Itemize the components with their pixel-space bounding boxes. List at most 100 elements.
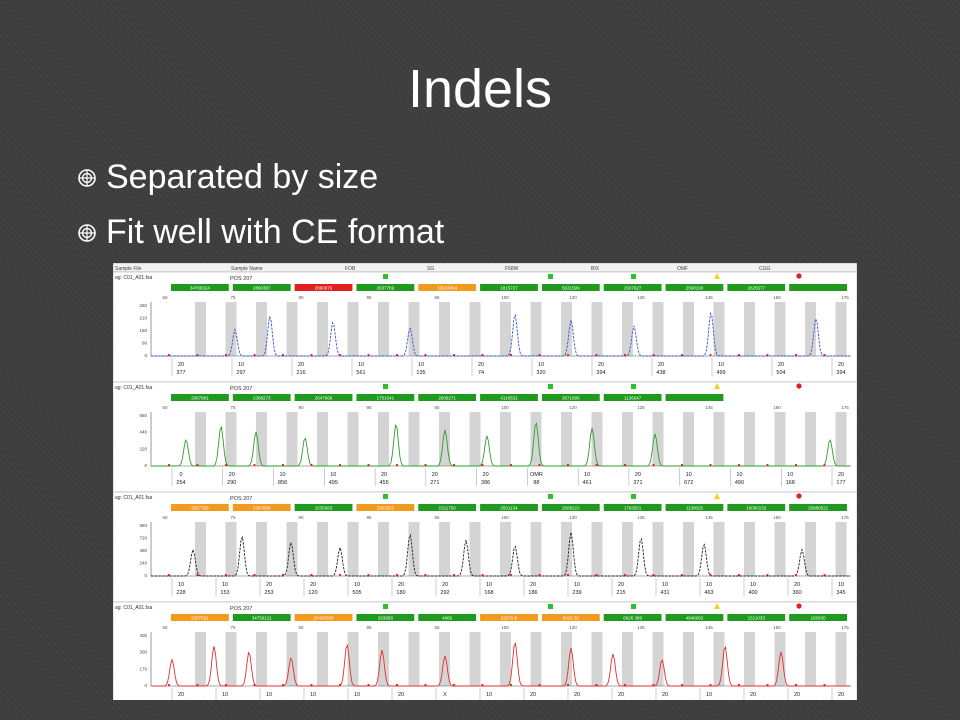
bin-region — [835, 522, 847, 576]
y-tick-label: 260 — [139, 303, 147, 308]
y-tick-label: 60 — [142, 341, 148, 346]
bin-region — [317, 302, 328, 356]
allele-size: 463 — [704, 590, 713, 596]
allele-call: 10 — [418, 362, 424, 368]
slide-title: Indels — [407, 59, 553, 119]
y-tick-label: 0 — [144, 683, 147, 688]
allele-call: 20 — [178, 692, 184, 698]
bin-region — [195, 302, 206, 356]
allele-call: 10 — [279, 472, 285, 478]
baseline-marker — [566, 683, 570, 687]
bin-region — [652, 302, 664, 356]
marker-bar-label: 2906271 — [438, 396, 456, 401]
allele-size: 386 — [481, 480, 490, 486]
marker-bar-label: 1136047 — [624, 396, 642, 401]
y-tick-label: 240 — [139, 561, 147, 566]
allele-call: 10 — [178, 582, 184, 588]
marker-bar — [665, 394, 724, 401]
baseline-marker — [452, 353, 456, 357]
size-tick-label: 135 — [637, 515, 645, 520]
bin-region — [500, 522, 511, 576]
status-square-icon — [631, 494, 636, 499]
figure-header-strip — [113, 263, 857, 273]
baseline-marker — [652, 573, 655, 577]
bin-region — [683, 522, 694, 576]
y-tick-label: 440 — [139, 430, 147, 435]
bin-region — [195, 412, 206, 466]
baseline-marker — [509, 683, 513, 687]
marker-bar-label: 2637769 — [377, 286, 395, 291]
size-tick-label: 90 — [298, 515, 304, 520]
baseline-marker — [823, 573, 826, 577]
allele-size: 461 — [583, 480, 592, 486]
panel-pos-label: POS 207 — [230, 276, 252, 282]
bin-region — [652, 632, 664, 686]
bin-region — [744, 522, 755, 576]
allele-size: 271 — [430, 480, 439, 486]
marker-bar — [727, 504, 786, 511]
status-triangle-icon — [714, 383, 720, 389]
baseline-marker — [395, 573, 399, 577]
marker-bar — [171, 284, 229, 291]
size-tick-label: 75 — [230, 405, 236, 410]
baseline-marker — [167, 683, 171, 687]
marker-bar — [480, 394, 538, 401]
allele-size: 120 — [308, 590, 317, 596]
allele-call: 20 — [398, 582, 404, 588]
baseline-marker — [310, 463, 313, 467]
bullet-list: Separated by size Fit well with CE forma… — [72, 150, 444, 260]
size-tick-label: 175 — [841, 405, 849, 410]
allele-size: 371 — [633, 480, 642, 486]
bin-region — [744, 302, 755, 356]
baseline-marker — [709, 573, 712, 577]
y-tick-label: 160 — [139, 328, 147, 333]
panel-file-label: ag: C01_A01.fsa — [115, 275, 152, 281]
allele-call: 10 — [706, 582, 712, 588]
marker-bar-label: 1763501 — [624, 506, 642, 511]
marker-bar — [727, 284, 786, 291]
marker-bar-label: 3571686 — [562, 396, 580, 401]
allele-size: 858 — [278, 480, 287, 486]
marker-bar-label: 6626 389 — [623, 616, 642, 621]
allele-call: 10 — [787, 472, 793, 478]
bin-region — [530, 412, 542, 466]
allele-call: 10 — [574, 582, 580, 588]
marker-bar — [418, 504, 477, 511]
baseline-marker — [395, 683, 399, 687]
allele-size: 377 — [176, 370, 185, 376]
baseline-marker — [794, 353, 798, 357]
allele-call: 10 — [718, 362, 724, 368]
size-tick-label: 60 — [162, 515, 168, 520]
bin-region — [622, 522, 633, 576]
baseline-marker — [823, 353, 826, 357]
allele-call: 20 — [398, 692, 404, 698]
bin-region — [469, 522, 481, 576]
baseline-marker — [538, 683, 541, 687]
allele-call: X — [443, 692, 447, 698]
bin-region — [652, 522, 664, 576]
panel-file-label: ag: C01_A01.fsa — [115, 605, 152, 611]
allele-call: 20 — [442, 582, 448, 588]
bin-region — [225, 522, 237, 576]
bin-region — [439, 302, 450, 356]
marker-bar-label: 2307656 — [253, 506, 271, 511]
allele-call: 20 — [310, 582, 316, 588]
size-tick-label: 145 — [705, 515, 713, 520]
size-tick-label: 75 — [230, 295, 236, 300]
allele-call: 20 — [381, 472, 387, 478]
baseline-marker — [737, 353, 741, 357]
size-tick-label: 175 — [841, 625, 849, 630]
bin-region — [561, 522, 572, 576]
marker-bar-label: 2607627 — [624, 286, 642, 291]
size-tick-label: 60 — [162, 405, 168, 410]
panel-file-label: ag: C01_A01.fsa — [115, 385, 152, 391]
baseline-marker — [680, 463, 684, 467]
bin-region — [561, 302, 572, 356]
baseline-marker — [338, 573, 342, 577]
allele-call: 20 — [178, 362, 184, 368]
bin-region — [530, 522, 542, 576]
size-tick-label: 100 — [501, 515, 509, 520]
size-tick-label: 160 — [773, 295, 781, 300]
marker-bar — [171, 614, 229, 621]
